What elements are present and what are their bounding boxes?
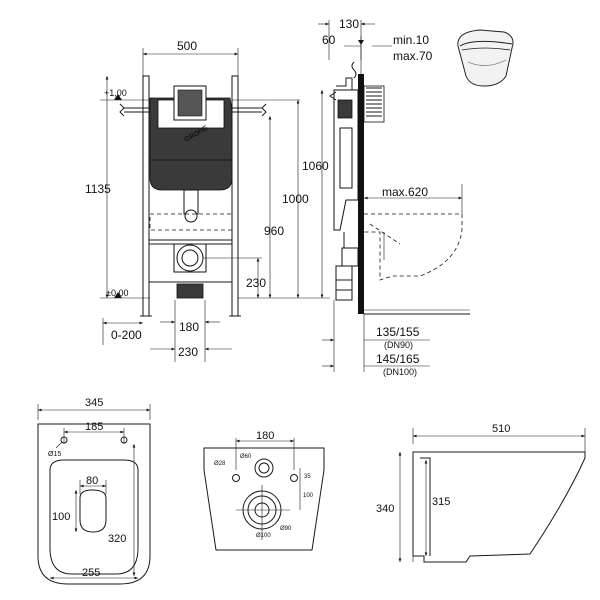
dim-230h-label: 230 xyxy=(246,276,266,290)
level-marker-top xyxy=(114,94,122,100)
dim-230w-label: 230 xyxy=(178,345,198,359)
bowl-top-outline xyxy=(37,423,151,585)
side-view: 130 60 min.10 max.70 xyxy=(318,17,470,377)
dim-255-label: 255 xyxy=(82,567,100,579)
front-view: 500 GROHE +1,00 ±0, xyxy=(85,39,330,362)
min-10-label: min.10 xyxy=(393,33,429,47)
dim-960-label: 960 xyxy=(264,224,284,238)
water-inlet-inner xyxy=(258,462,270,474)
dim-100-label: 100 xyxy=(52,511,70,523)
waste-side-connector xyxy=(341,247,359,267)
waste-side-pipe xyxy=(335,265,353,301)
dim-60-label: 60 xyxy=(322,33,336,47)
cistern-side-part xyxy=(337,99,353,119)
v35-label: 35 xyxy=(304,474,311,480)
hole-15-label: Ø15 xyxy=(48,451,61,458)
water-inlet-right xyxy=(232,107,262,113)
waste-side-rings xyxy=(336,279,352,291)
bowl-side-outline xyxy=(412,451,586,563)
dim-1060-label: 1060 xyxy=(302,159,329,173)
level-zero: ±0,00 xyxy=(106,288,128,298)
bowl-side-dashed xyxy=(364,213,463,281)
dn90-size-label: 135/155 xyxy=(376,325,420,339)
dim-130-label: 130 xyxy=(339,17,359,31)
max-620-label: max.620 xyxy=(382,185,428,199)
water-inlet-left xyxy=(124,107,150,113)
flush-pipe-outlet xyxy=(184,209,198,223)
d28-label: Ø28 xyxy=(214,461,226,467)
dim-510-label: 510 xyxy=(492,423,510,435)
dn100-label: (DN100) xyxy=(383,367,417,377)
water-inlet-outer xyxy=(254,458,274,478)
bowl-outline-dashed xyxy=(149,213,233,231)
dim-345-label: 345 xyxy=(85,397,103,409)
water-supply xyxy=(351,61,357,79)
d60-label: Ø60 xyxy=(240,454,252,460)
leader-15 xyxy=(55,441,63,449)
cistern-side-top xyxy=(336,77,358,91)
d100-label: Ø100 xyxy=(256,533,271,539)
cistern-side-inner xyxy=(339,127,353,189)
bowl-rear-view: 180 Ø28 Ø60 35 100 Ø90 Ø100 xyxy=(203,430,325,551)
bowl-top-opening xyxy=(79,489,107,533)
bowl-rear-outline xyxy=(203,447,325,551)
dim-315-label: 315 xyxy=(432,496,450,508)
bowl-side-dashed-detail xyxy=(369,223,401,245)
dim-1000-label: 1000 xyxy=(282,192,309,206)
level-marker-zero xyxy=(114,292,122,298)
dim-340-label: 340 xyxy=(376,503,394,515)
dn100-size-label: 145/165 xyxy=(376,352,420,366)
bowl-side-view: 510 340 315 xyxy=(376,423,586,563)
bowl-top-view: 345 185 Ø15 80 100 320 255 xyxy=(37,397,151,585)
v100-label: 100 xyxy=(303,493,314,499)
break-mark xyxy=(329,91,337,101)
dim-180-rear-label: 180 xyxy=(256,430,274,442)
waste-outlet-inner xyxy=(181,249,199,267)
rear-fix-hole-left xyxy=(232,474,240,482)
dim-0-200-label: 0-200 xyxy=(111,328,142,342)
break-mark xyxy=(261,103,267,117)
wall-section xyxy=(358,74,364,314)
break-mark xyxy=(119,103,125,117)
dim-320-label: 320 xyxy=(108,533,126,545)
dim-180-label: 180 xyxy=(179,320,199,334)
d90-label: Ø90 xyxy=(280,526,292,532)
bowl-side-inner xyxy=(420,457,431,556)
dim-1135-label: 1135 xyxy=(85,182,111,196)
dim-80-label: 80 xyxy=(86,475,98,487)
product-thumbnail xyxy=(457,29,514,87)
waste-pipe xyxy=(176,283,204,299)
flush-button-side xyxy=(363,85,385,123)
dim-500-label: 500 xyxy=(177,39,197,53)
bowl-top-rim xyxy=(49,459,139,575)
dim-185-label: 185 xyxy=(85,421,103,433)
flush-mechanism xyxy=(177,89,203,117)
level-plus-100: +1,00 xyxy=(104,88,127,98)
rear-fix-hole-right xyxy=(290,474,298,482)
max-70-label: max.70 xyxy=(393,49,433,63)
dn90-label: (DN90) xyxy=(384,340,413,350)
